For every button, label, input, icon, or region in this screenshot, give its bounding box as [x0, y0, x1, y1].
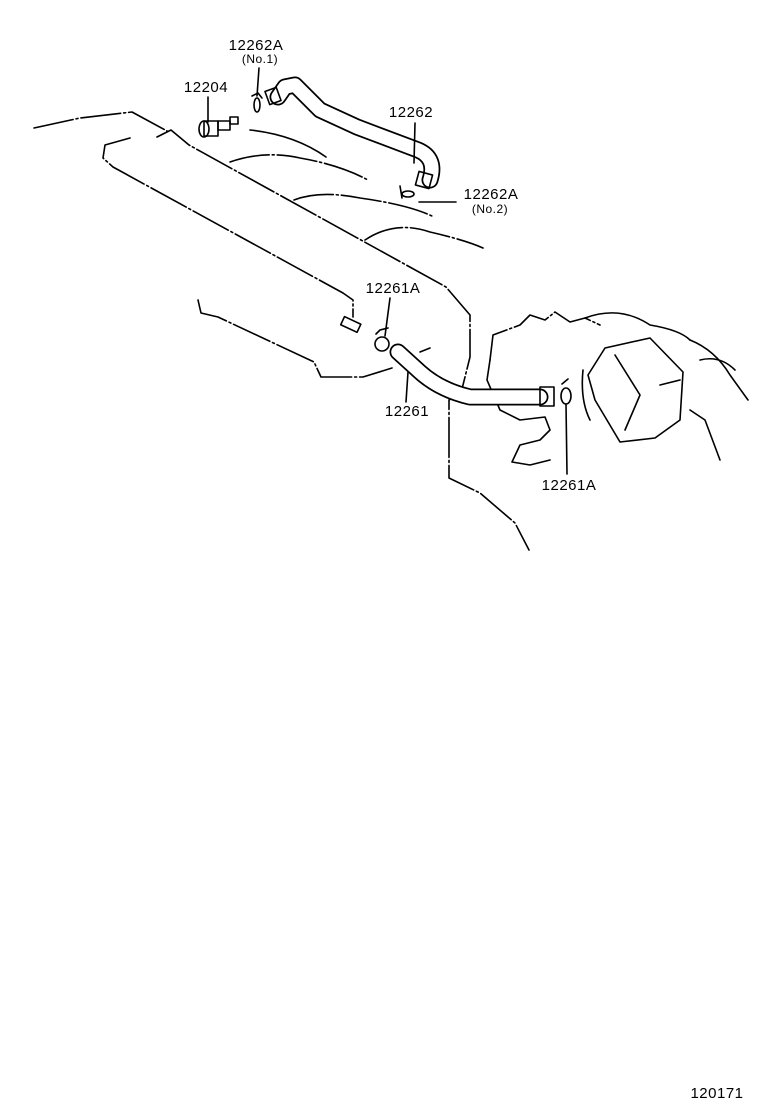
- label-12261a-upper: 12261A: [365, 280, 421, 297]
- label-12262a-no1-note: (No.1): [241, 52, 279, 66]
- label-12262a-no1: 12262A: [228, 37, 284, 54]
- label-12262: 12262: [388, 104, 434, 121]
- clamp-lower: [560, 387, 572, 405]
- ventilation-hose-12261: [389, 343, 555, 407]
- label-12204: 12204: [183, 79, 229, 96]
- leader-lines: [207, 67, 568, 475]
- label-12261: 12261: [384, 403, 430, 420]
- pcv-valve-12204: [198, 116, 239, 138]
- figure-id: 120171: [690, 1085, 744, 1102]
- clamp-no2: [401, 190, 415, 198]
- clamp-no1: [253, 97, 261, 113]
- ventilation-hose-12262: [264, 76, 441, 190]
- label-12261a-lower: 12261A: [541, 477, 597, 494]
- label-12262a-no2: 12262A: [463, 186, 519, 203]
- engine-outline: [33, 111, 530, 551]
- air-cleaner-box: [587, 337, 684, 443]
- clamp-upper: [374, 336, 390, 352]
- label-12262a-no2-note: (No.2): [471, 202, 509, 216]
